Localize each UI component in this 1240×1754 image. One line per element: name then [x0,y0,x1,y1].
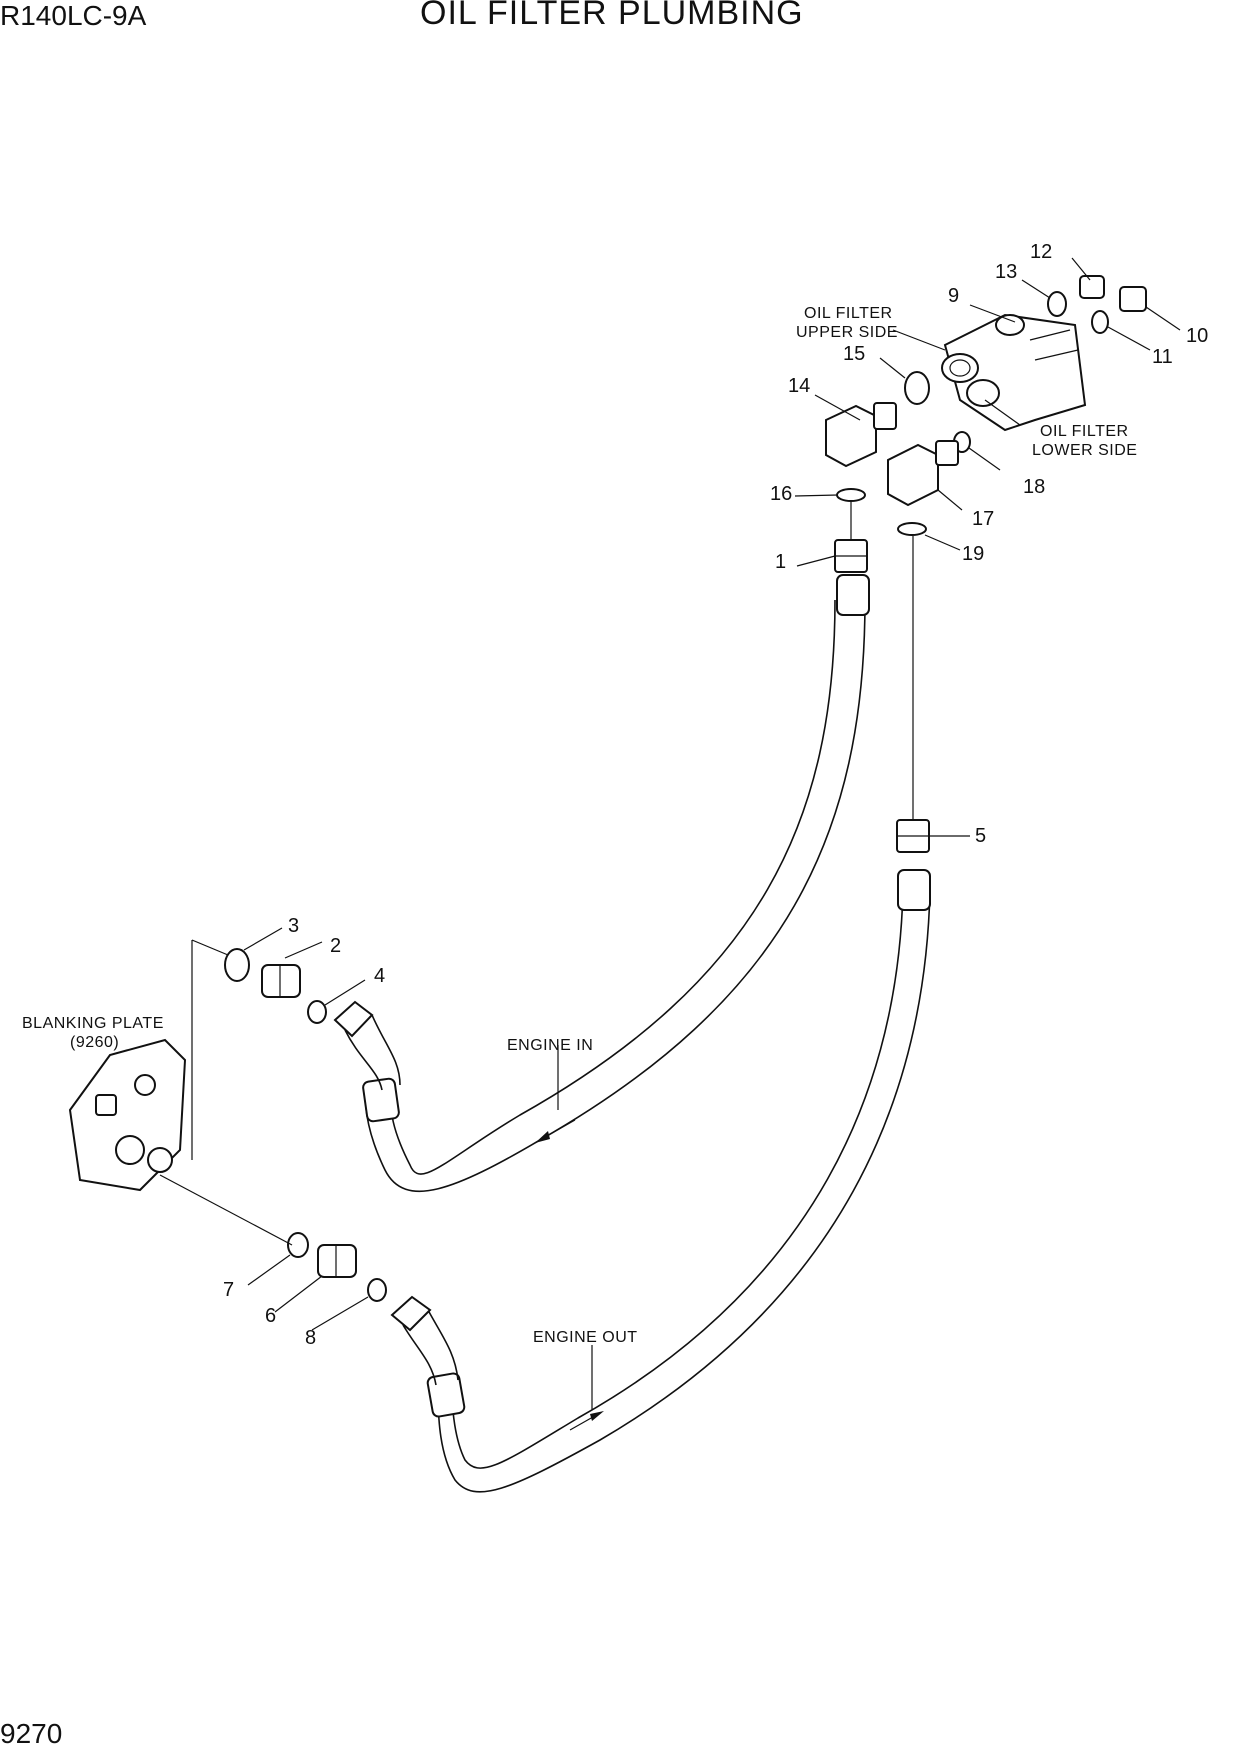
o-ring-13 [1047,291,1067,317]
assembly-line [159,1174,293,1246]
note-engine-out: ENGINE OUT [533,1329,638,1346]
o-ring-19 [897,522,927,536]
page-title: OIL FILTER PLUMBING [420,0,804,32]
o-ring-16 [836,488,866,502]
model-code: R140LC-9A [0,0,147,31]
callout-14: 14 [788,375,810,397]
callout-2: 2 [330,935,341,957]
callout-10: 10 [1186,325,1208,347]
o-ring-3 [224,948,250,982]
page-number: 9270 [0,1718,63,1749]
callout-18: 18 [1023,476,1045,498]
leader-lines [243,257,1181,1331]
callout-19: 19 [962,543,984,565]
callout-3: 3 [288,915,299,937]
callout-15: 15 [843,343,865,365]
hose-sleeve [897,869,931,911]
note-lower-side-line1: OIL FILTER [1040,423,1129,440]
connector-6 [317,1244,357,1278]
note-upper-side-line1: OIL FILTER [804,305,893,322]
flow-arrow-engine-out [569,1345,604,1431]
elbow-fitting-engine-in [333,1000,401,1091]
callout-7: 7 [223,1279,234,1301]
oil-filter-head [941,313,1087,432]
note-engine-in: ENGINE IN [507,1037,593,1054]
note-upper-side-line2: UPPER SIDE [796,324,898,341]
note-blanking-plate-line1: BLANKING PLATE [22,1015,164,1032]
o-ring-4 [307,1000,327,1024]
callout-12: 12 [1030,241,1052,263]
elbow-adapter-14 [825,402,897,468]
callout-6: 6 [265,1305,276,1327]
callout-13: 13 [995,261,1017,283]
connector-2 [261,964,301,998]
hose-sleeve [426,1372,466,1418]
flow-arrow-engine-in [535,1045,576,1143]
o-ring-11 [1091,310,1109,334]
plug-10 [1119,286,1147,312]
hose-nut-1 [834,490,868,573]
note-blanking-plate-line2: (9260) [70,1034,119,1051]
callout-11: 11 [1152,346,1173,368]
callout-16: 16 [770,483,792,505]
o-ring-7 [287,1232,309,1258]
o-ring-8 [367,1278,387,1302]
callout-17: 17 [972,508,994,530]
plug-12 [1079,275,1105,299]
hose-engine-out [426,869,931,1493]
elbow-adapter-17 [887,440,959,507]
note-lower-side-line2: LOWER SIDE [1032,442,1137,459]
elbow-fitting-engine-out [390,1295,459,1386]
hose-sleeve [836,574,870,616]
hose-nut-5 [896,536,930,853]
callout-8: 8 [305,1327,316,1349]
callout-9: 9 [948,285,959,307]
blanking-plate [68,939,229,1192]
callout-5: 5 [975,825,986,847]
o-ring-15 [904,371,930,405]
hose-engine-in [362,574,870,1192]
callout-1: 1 [775,551,786,573]
callout-4: 4 [374,965,385,987]
